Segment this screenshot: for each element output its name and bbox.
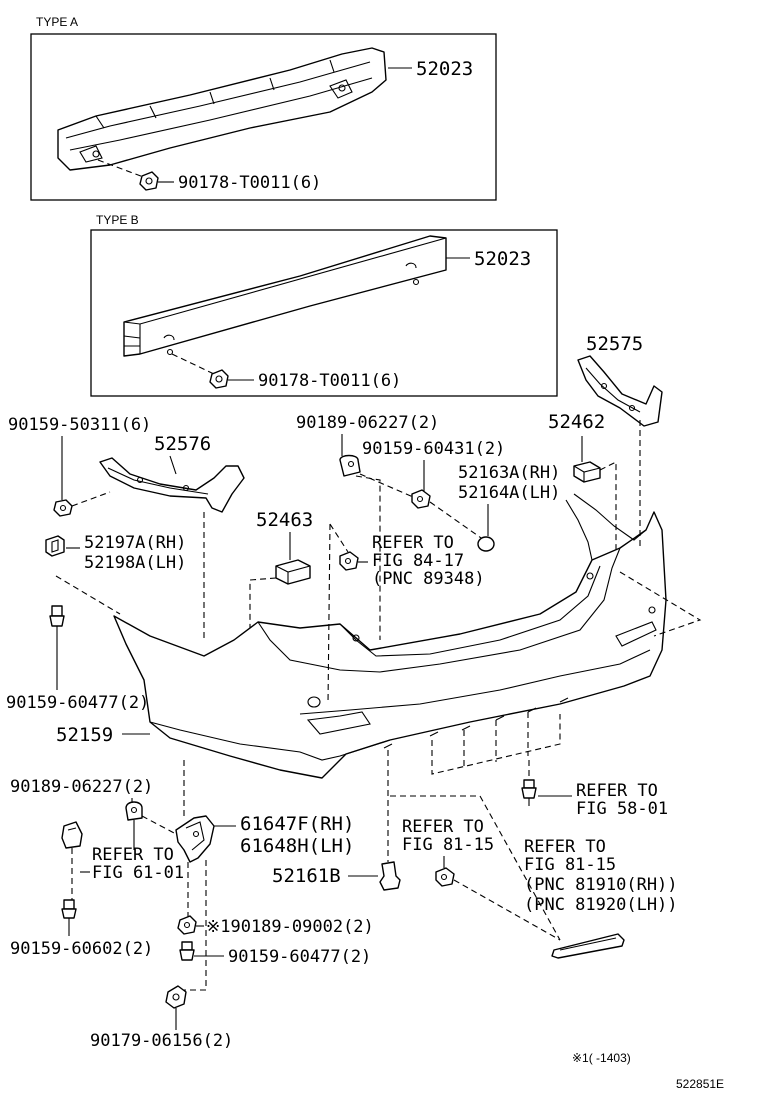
nut-icon — [209, 369, 229, 389]
refer-fig81-right-line2: FIG 81-15 — [524, 855, 616, 875]
refer-fig84-line3: (PNC 89348) — [372, 569, 485, 589]
label-52163a: 52163A(RH) — [458, 463, 560, 483]
label-52197a: 52197A(RH) — [84, 533, 186, 553]
screw-icon — [411, 489, 431, 509]
refer-fig84-line1: REFER TO — [372, 533, 454, 553]
refer-fig81-left-line2: FIG 81-15 — [402, 835, 494, 855]
type-b-section: TYPE B 52023 90178-T0011(6) — [90, 213, 558, 397]
label-52463: 52463 — [256, 509, 313, 531]
label-52462: 52462 — [548, 411, 605, 433]
dash-reflector — [453, 879, 561, 941]
leader-52576 — [169, 455, 177, 475]
clip-52161b-icon — [379, 861, 401, 891]
dash-bottom-mounts — [431, 714, 561, 775]
label-52023-type-b: 52023 — [474, 248, 531, 270]
label-61647f: 61647F(RH) — [240, 813, 354, 835]
figure-id: 522851E — [676, 1077, 724, 1091]
nut-icon — [165, 985, 187, 1009]
bracket-61647f-drawing[interactable] — [175, 815, 215, 863]
refer-fig58-line1: REFER TO — [576, 781, 658, 801]
label-61648h: 61648H(LH) — [240, 835, 354, 857]
clip-icon — [339, 551, 359, 571]
clip-icon — [125, 801, 143, 821]
dash-screw-60431 — [429, 501, 485, 541]
footnote: ※1( -1403) — [572, 1051, 631, 1065]
label-screw-60431: 90159-60431(2) — [362, 439, 505, 459]
type-b-nut-dashline — [171, 353, 215, 375]
pad-52462-drawing[interactable] — [573, 461, 601, 483]
label-52576: 52576 — [154, 433, 211, 455]
label-clip-06227-top: 90189-06227(2) — [296, 413, 439, 433]
retainer-52576-drawing[interactable] — [99, 457, 245, 513]
refer-fig81-right-line4: (PNC 81920(LH)) — [524, 895, 678, 915]
screw-icon — [521, 779, 537, 806]
dash-bottom-mounts-2 — [463, 712, 529, 770]
label-screw-60602: 90159-60602(2) — [10, 939, 153, 959]
label-52159: 52159 — [56, 724, 113, 746]
screw-icon — [49, 605, 65, 634]
screw-icon — [61, 899, 77, 926]
refer-fig81-left-line1: REFER TO — [402, 817, 484, 837]
label-screw-60477-left: 90159-60477(2) — [6, 693, 149, 713]
dash-reflector-2 — [390, 795, 561, 941]
label-52198a: 52198A(LH) — [84, 553, 186, 573]
clip-icon — [339, 454, 361, 477]
label-screw-60477-bottom: 90159-60477(2) — [228, 947, 371, 967]
type-a-nut-dashline — [97, 159, 147, 179]
dash-center — [327, 523, 331, 705]
dash-52197a — [55, 575, 121, 615]
label-52164a: 52164A(LH) — [458, 483, 560, 503]
label-clip-06227-bottom: 90189-06227(2) — [10, 777, 153, 797]
type-a-frame — [30, 33, 497, 201]
label-52575: 52575 — [586, 333, 643, 355]
clip-52197a-icon — [45, 535, 65, 557]
label-nut-type-b: 90178-T0011(6) — [258, 371, 401, 391]
type-b-frame — [90, 229, 558, 397]
label-clip-09002: ※190189-09002(2) — [206, 917, 374, 937]
refer-fig81-right-line3: (PNC 81910(RH)) — [524, 875, 678, 895]
type-b-reinforcement-drawing[interactable] — [123, 235, 447, 357]
clip-icon — [177, 915, 197, 935]
retainer-52575-drawing[interactable] — [577, 355, 663, 427]
cap-icon — [477, 536, 495, 552]
screw-icon — [179, 941, 195, 961]
type-a-section: TYPE A 52023 90178-T0011(6) — [30, 15, 497, 201]
refer-fig61-line2: FIG 61-01 — [92, 863, 184, 883]
label-nut-06156: 90179-06156(2) — [90, 1031, 233, 1051]
dash-screw-50311 — [71, 491, 111, 507]
type-b-title: TYPE B — [96, 213, 139, 227]
refer-fig81-right-line1: REFER TO — [524, 837, 606, 857]
nut-icon — [139, 171, 159, 191]
type-a-reinforcement-drawing[interactable] — [57, 47, 387, 171]
fastener-icon — [61, 821, 83, 849]
dash-clip-06227-bottom — [141, 815, 177, 835]
refer-fig61-line1: REFER TO — [92, 845, 174, 865]
label-52023-type-a: 52023 — [416, 58, 473, 80]
clip-icon — [435, 867, 455, 887]
screw-icon — [53, 499, 73, 517]
type-a-title: TYPE A — [36, 15, 78, 29]
dash-clip-down — [355, 475, 381, 640]
label-screw-50311: 90159-50311(6) — [8, 415, 151, 435]
dash-bracket-right — [178, 860, 207, 991]
refer-fig84-line2: FIG 84-17 — [372, 551, 464, 571]
label-52161b: 52161B — [272, 865, 341, 887]
label-nut-type-a: 90178-T0011(6) — [178, 173, 321, 193]
dash-fig84 — [329, 523, 349, 553]
dash-right-mount — [619, 571, 702, 637]
refer-fig58-line2: FIG 58-01 — [576, 799, 668, 819]
pad-52463-drawing[interactable] — [275, 559, 311, 585]
reflector-drawing[interactable] — [551, 933, 625, 959]
